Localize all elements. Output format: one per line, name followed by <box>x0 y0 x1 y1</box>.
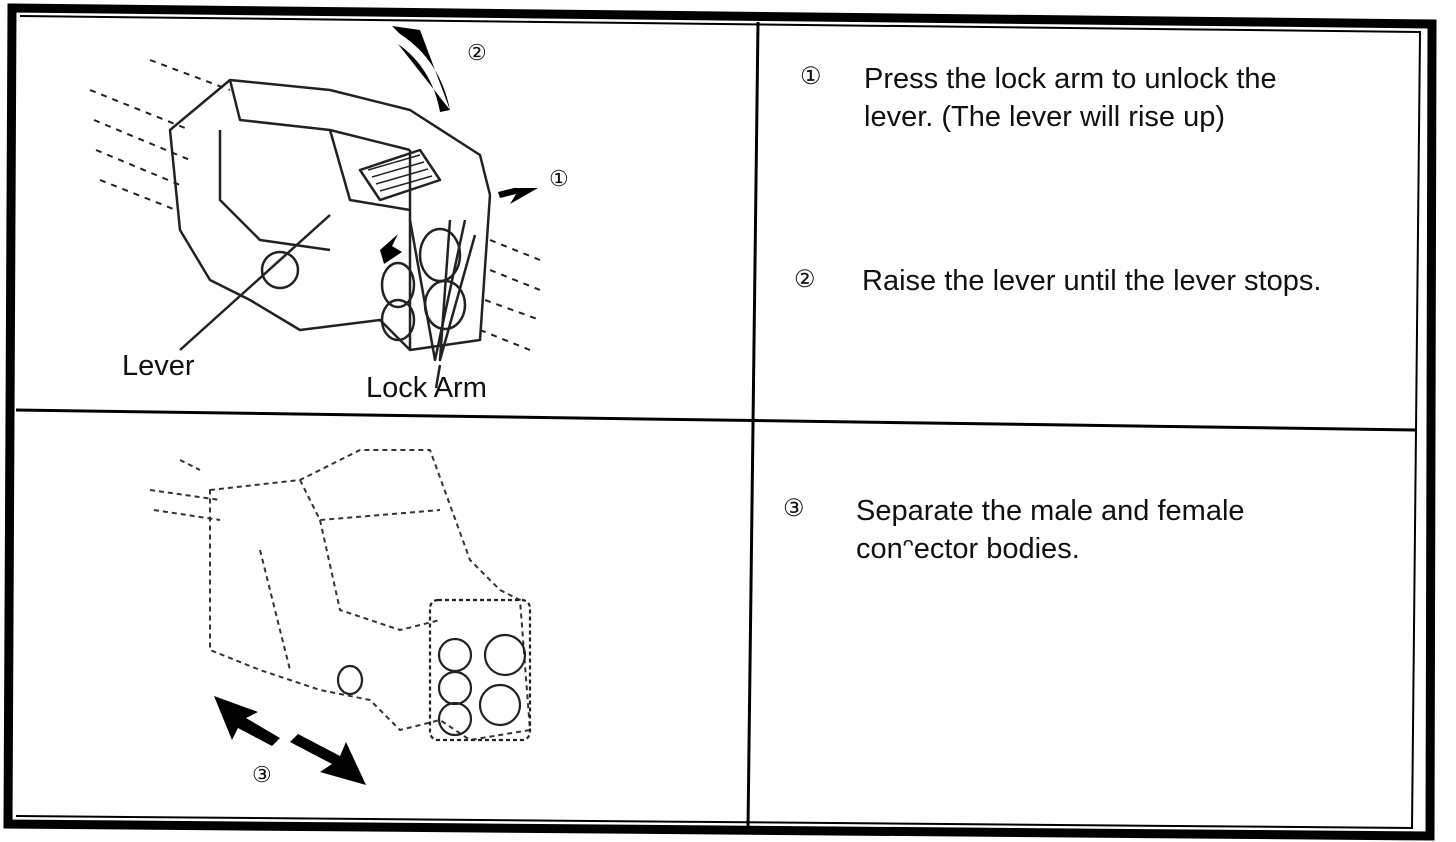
step-1-line-2: lever. (The lever will rise up) <box>864 101 1225 133</box>
step-2-text: Raise the lever until the lever stops. <box>862 265 1322 297</box>
separate-arrow-right <box>290 734 366 785</box>
figure1-callout-2: ② <box>467 40 487 65</box>
step-2-number: ② <box>794 266 816 293</box>
connector-separate-illustration <box>149 449 532 785</box>
figure1-callout-1: ① <box>549 166 569 191</box>
lock-arm-label: Lock Arm <box>366 372 487 404</box>
figure2-callout-3: ③ <box>252 762 272 787</box>
step-1-number: ① <box>800 63 822 90</box>
step-1-text: Press the lock arm to unlock the lever. … <box>864 60 1277 136</box>
raise-lever-arrow <box>392 26 450 112</box>
step-3-line-1: Separate the male and female <box>856 495 1245 527</box>
lever-label: Lever <box>122 350 195 382</box>
step-1-line-1: Press the lock arm to unlock the <box>864 63 1277 95</box>
step-3-text: Separate the male and female conᵔector b… <box>856 492 1245 568</box>
press-lock-arm-arrow <box>498 188 538 204</box>
connector-unlock-illustration <box>89 26 541 389</box>
step-3-number: ③ <box>783 495 805 522</box>
step-3-line-2: conᵔector bodies. <box>856 533 1080 565</box>
separate-arrow-left <box>214 696 280 746</box>
